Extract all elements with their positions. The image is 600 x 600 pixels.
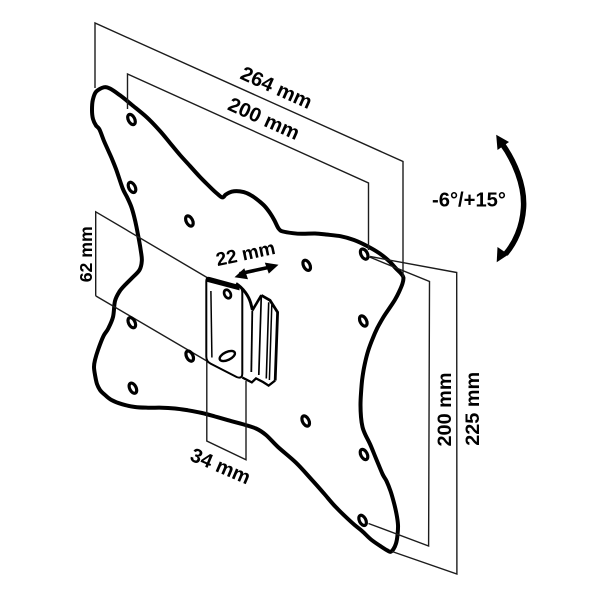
svg-text:62 mm: 62 mm	[76, 226, 96, 282]
svg-text:200 mm: 200 mm	[434, 372, 456, 446]
svg-text:-6°/+15°: -6°/+15°	[432, 189, 506, 211]
svg-text:225 mm: 225 mm	[462, 372, 484, 446]
